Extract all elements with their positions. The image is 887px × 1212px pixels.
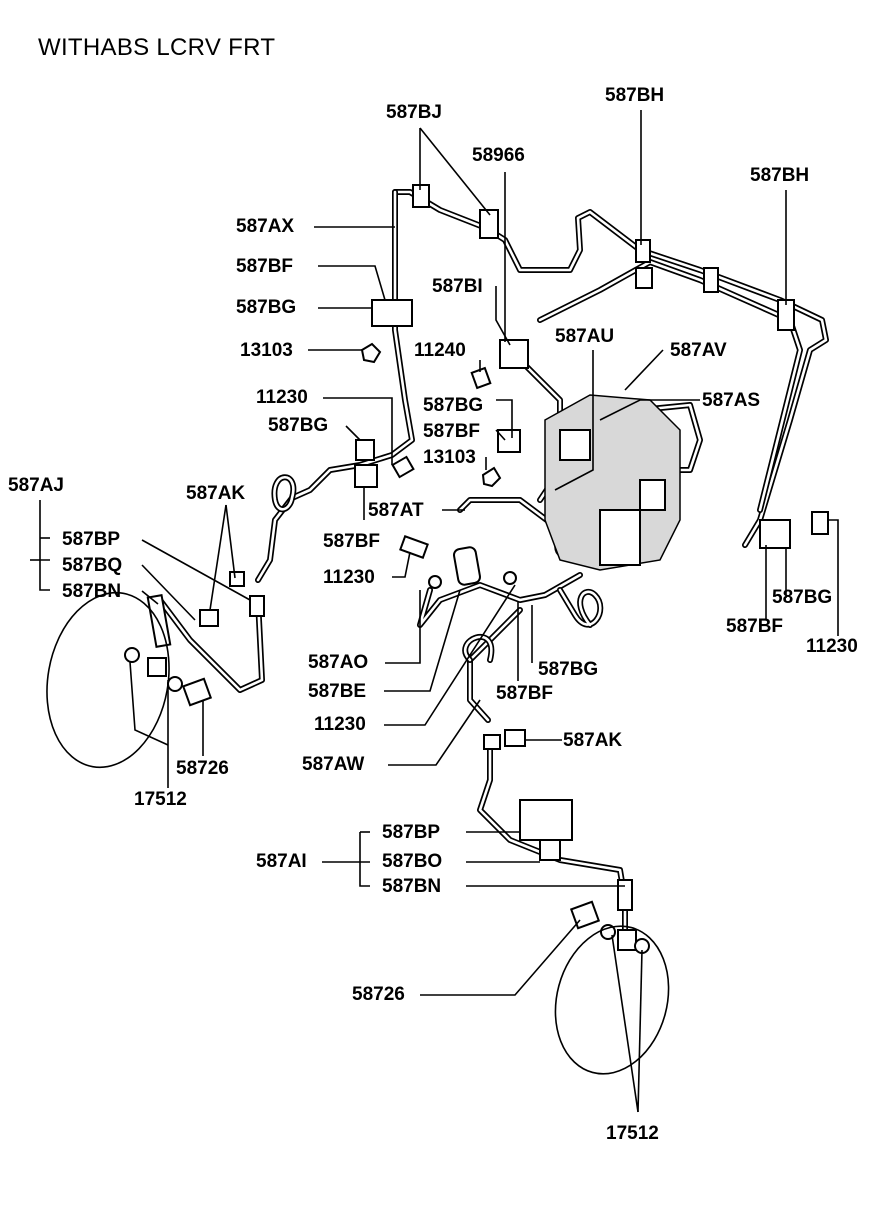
label-17512-left: 17512 — [134, 789, 187, 810]
label-587BN-left: 587BN — [62, 581, 122, 602]
label-587BG-upper: 587BG — [236, 297, 297, 318]
label-58966: 58966 — [472, 145, 525, 166]
label-17512-lower: 17512 — [606, 1123, 659, 1144]
label-587BI: 587BI — [432, 276, 483, 297]
label-587BF-left: 587BF — [323, 531, 381, 552]
label-11240: 11240 — [414, 340, 466, 361]
label-587BQ: 587BQ — [62, 555, 123, 576]
label-587BG-right: 587BG — [772, 587, 833, 608]
label-587BJ: 587BJ — [386, 102, 442, 123]
label-11230-lower: 11230 — [314, 714, 366, 735]
label-13103-upper: 13103 — [240, 340, 293, 361]
abs-modulator-unit — [544, 394, 681, 571]
label-587AS: 587AS — [702, 390, 761, 411]
label-587BF-upper: 587BF — [236, 256, 294, 277]
brackets-clips — [199, 184, 795, 861]
label-587AI: 587AI — [256, 851, 307, 872]
label-587BE: 587BE — [308, 681, 367, 702]
label-587AJ: 587AJ — [8, 475, 64, 496]
label-13103-mid: 13103 — [423, 447, 476, 468]
wheel-outline-ellipses — [46, 591, 670, 1075]
bolts-nuts — [124, 342, 829, 954]
hose-fittings — [146, 594, 633, 911]
label-587BH-top: 587BH — [605, 85, 665, 106]
label-587AU: 587AU — [555, 326, 615, 347]
label-587BG-mid-left: 587BG — [268, 415, 329, 436]
label-587AO: 587AO — [308, 652, 369, 673]
label-587BF-mid: 587BF — [423, 421, 481, 442]
label-587AT: 587AT — [368, 500, 424, 521]
label-587BG-lower: 587BG — [538, 659, 599, 680]
diagram-title: WITHABS LCRV FRT — [38, 34, 276, 61]
label-587BO: 587BO — [382, 851, 443, 872]
label-58726-lower: 58726 — [352, 984, 405, 1005]
label-587BN-lower: 587BN — [382, 876, 442, 897]
label-11230-left: 11230 — [323, 567, 375, 588]
label-587AW: 587AW — [302, 754, 365, 775]
label-58726-left: 58726 — [176, 758, 229, 779]
label-11230-upper: 11230 — [256, 387, 308, 408]
label-587AV: 587AV — [670, 340, 727, 361]
label-587BF-lower: 587BF — [496, 683, 554, 704]
label-587AK-left: 587AK — [186, 483, 246, 504]
label-587AX: 587AX — [236, 216, 295, 237]
label-587BP-lower: 587BP — [382, 822, 441, 843]
label-11230-right: 11230 — [806, 636, 858, 657]
label-587BF-right: 587BF — [726, 616, 784, 637]
label-587BG-mid: 587BG — [423, 395, 484, 416]
label-587BP-left: 587BP — [62, 529, 121, 550]
label-587BH-right: 587BH — [750, 165, 810, 186]
label-587AK-lower: 587AK — [563, 730, 623, 751]
leader-lines — [30, 110, 839, 1113]
